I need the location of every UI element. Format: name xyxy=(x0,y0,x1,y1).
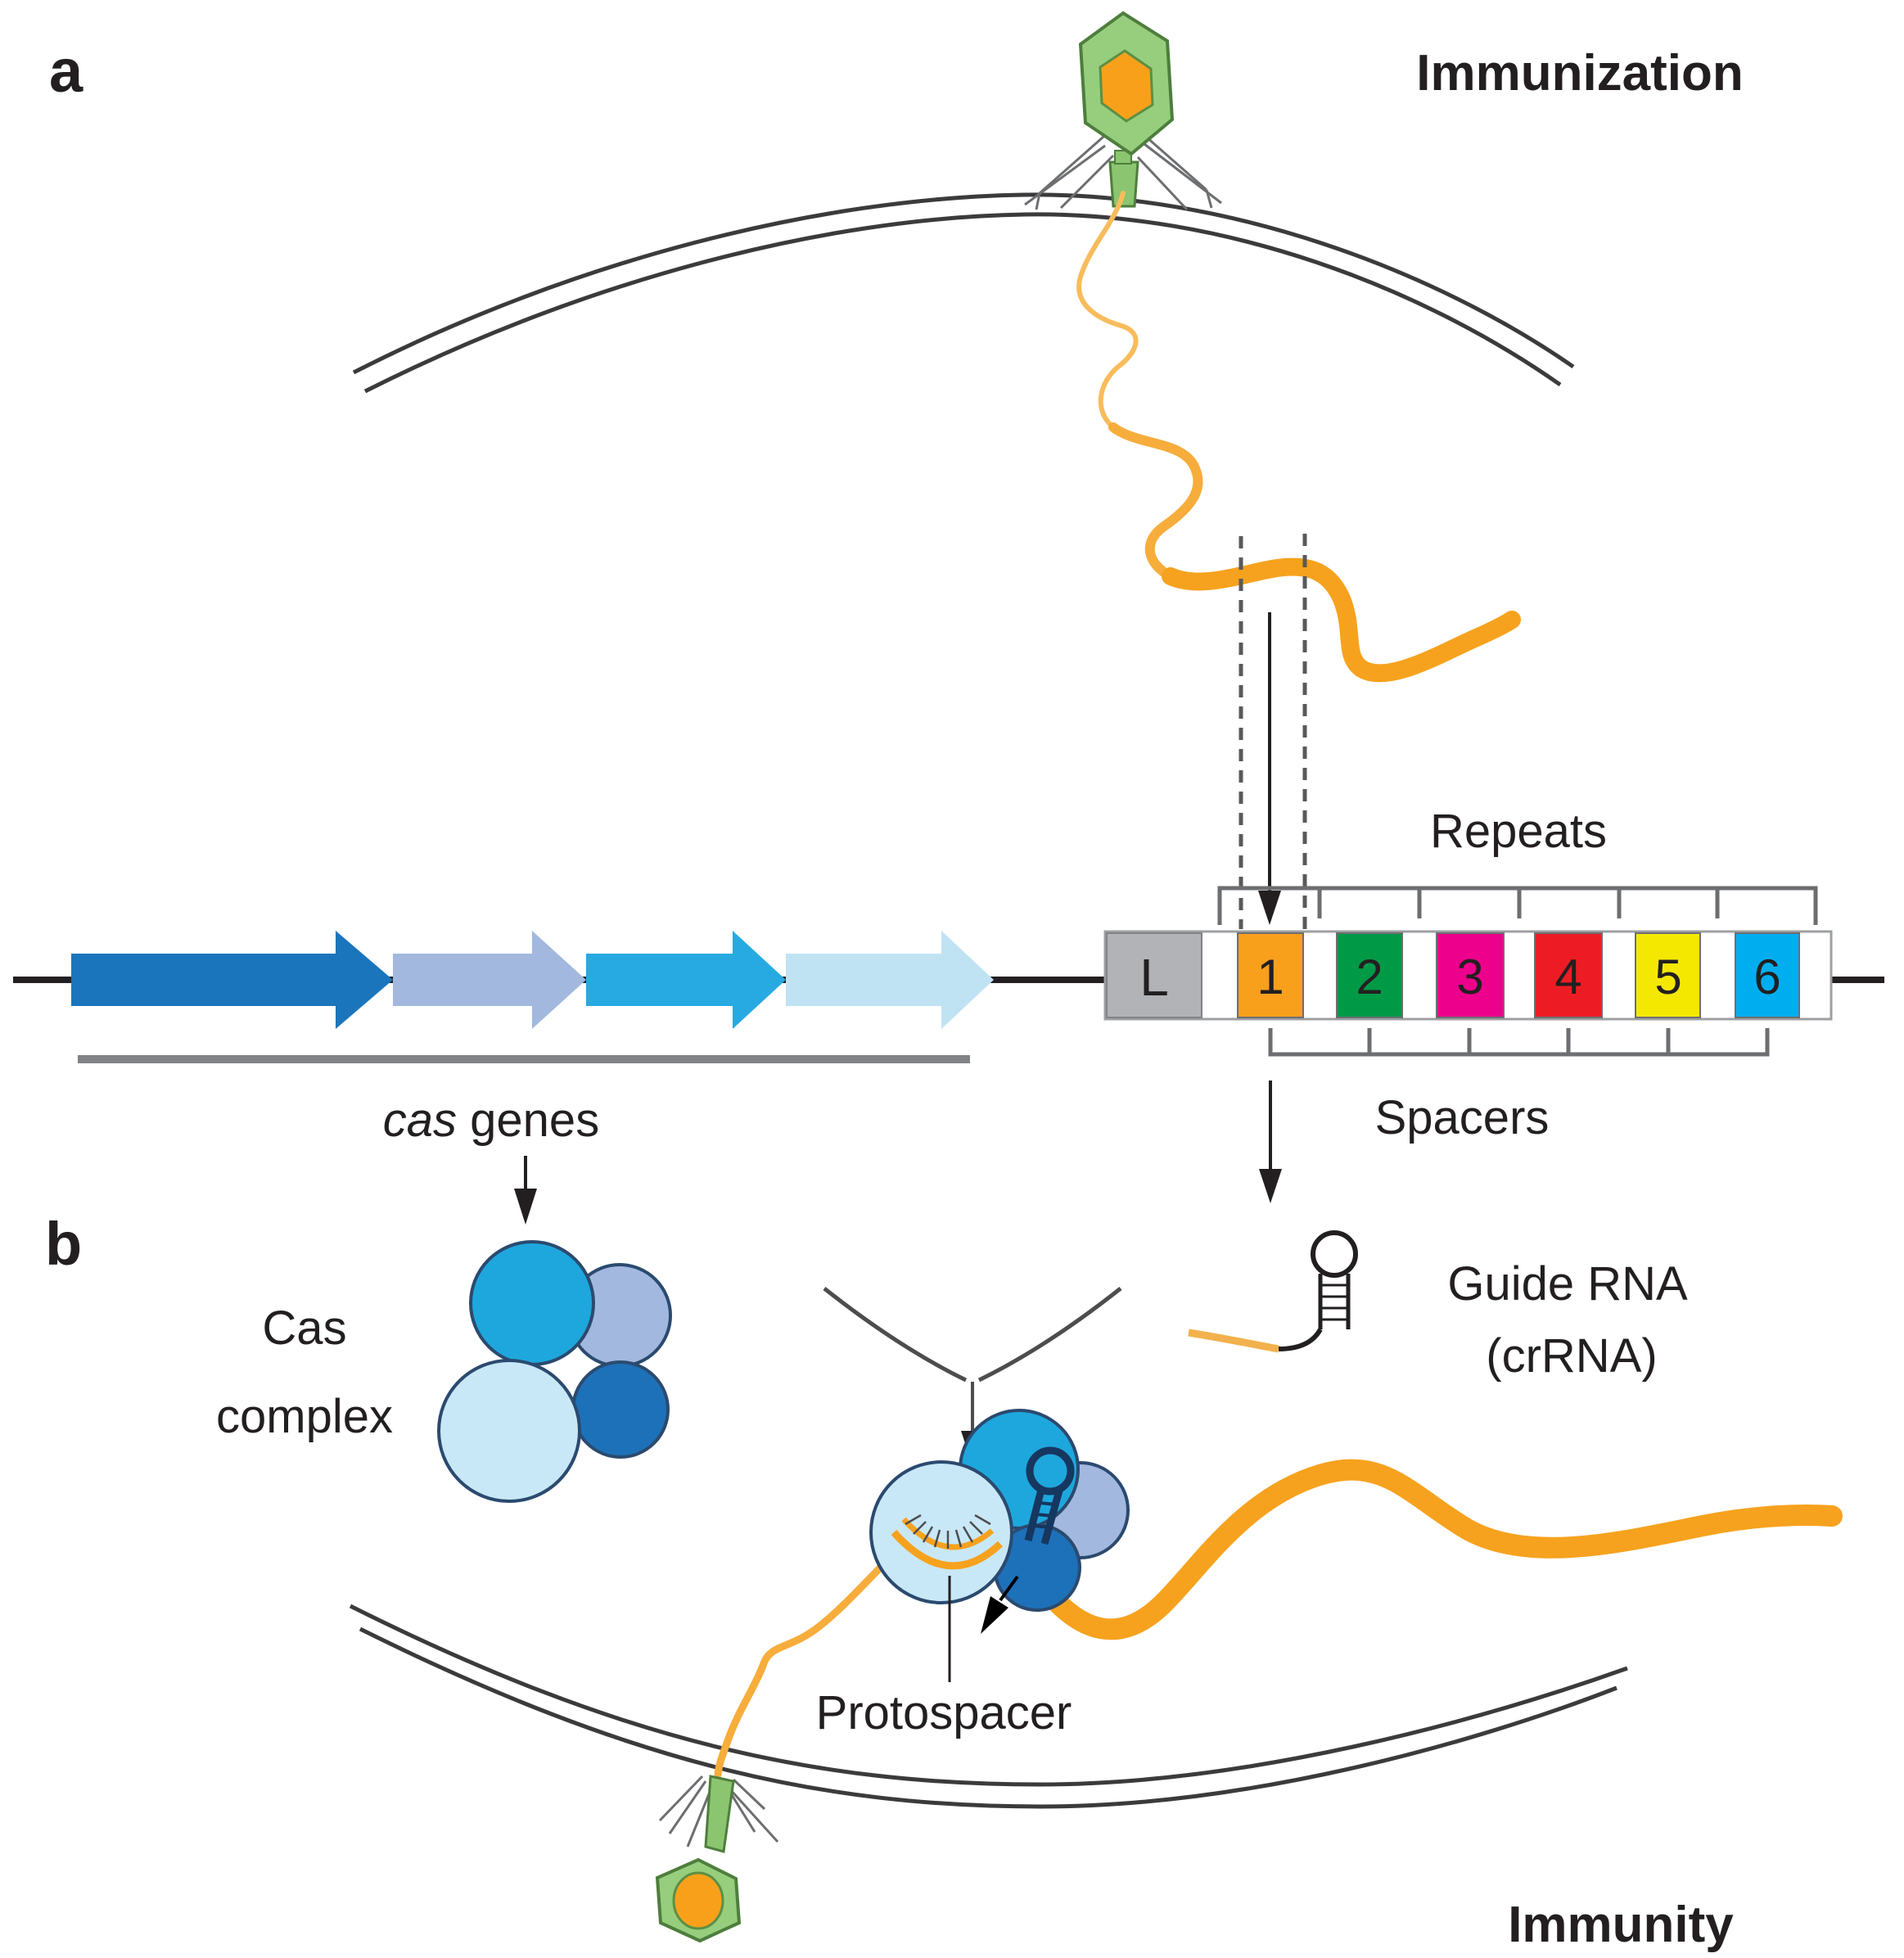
spacer-number-4: 4 xyxy=(1554,950,1581,1004)
spacer-box-3 xyxy=(1436,932,1505,1018)
assembly-merge-arrows xyxy=(823,1287,1122,1434)
cas-genes-label: cas genes xyxy=(383,1094,599,1147)
spacer-box-6 xyxy=(1735,932,1800,1018)
top-phage-neck xyxy=(1114,150,1132,165)
guide-rna-hairpin-loop xyxy=(1311,1230,1358,1278)
target-dna-strand-b xyxy=(714,1459,1843,1779)
top-cell-membrane xyxy=(352,192,1575,394)
immunity-title: Immunity xyxy=(1508,1897,1734,1953)
repeats-bracket xyxy=(1217,886,1818,925)
panel-a-label: a xyxy=(49,37,83,105)
cas-gene-arrow-2 xyxy=(393,931,586,1029)
cas-gene-arrow-4 xyxy=(786,931,994,1029)
cas-complex-subunit-cyan xyxy=(469,1240,595,1366)
crispr-array: L 1 2 3 4 5 6 xyxy=(1103,930,1833,1021)
cas-complex-icon xyxy=(437,1240,672,1503)
top-phage-icon xyxy=(1024,11,1222,211)
guide-rna-label-line2: (crRNA) xyxy=(1486,1329,1657,1383)
cas-gene-arrow-1 xyxy=(71,931,393,1029)
acquisition-arrow xyxy=(1258,612,1281,925)
guide-rna-orange-tail xyxy=(1188,1329,1279,1353)
top-phage-head-core xyxy=(1099,49,1154,123)
repeats-label: Repeats xyxy=(1430,805,1607,858)
cas-complex-subunit-light xyxy=(437,1359,581,1503)
spacers-bracket xyxy=(1268,1028,1770,1057)
leader-box xyxy=(1106,932,1202,1018)
spacer-box-2 xyxy=(1336,932,1403,1018)
leader-label: L xyxy=(1139,948,1169,1007)
cas-gene-arrows xyxy=(71,931,994,1029)
spacer-box-4 xyxy=(1534,932,1603,1018)
cas-genes-arrow xyxy=(514,1156,537,1225)
spacer-box-1 xyxy=(1237,932,1304,1018)
spacer-number-2: 2 xyxy=(1356,950,1383,1004)
guide-rna-label-line1: Guide RNA xyxy=(1447,1257,1688,1311)
cas-complex-label-line2: complex xyxy=(216,1390,393,1443)
spacer-number-1: 1 xyxy=(1257,950,1284,1004)
bottom-phage-head-core xyxy=(672,1871,724,1930)
top-phage-legs xyxy=(1024,129,1222,211)
bound-subunit-light xyxy=(869,1460,1013,1604)
surveillance-complex-icon xyxy=(869,1409,1130,1612)
guide-rna-stem-rungs xyxy=(1320,1284,1348,1321)
target-dna-left-thin xyxy=(714,1545,902,1779)
bound-crRNA-hairpin xyxy=(1024,1446,1075,1545)
protospacer-arc xyxy=(891,1514,1004,1570)
cleavage-wedge-icon xyxy=(981,1575,1019,1634)
bottom-cell-membrane xyxy=(349,1604,1628,1809)
top-phage-tail xyxy=(1108,160,1139,208)
panel-b-label: b xyxy=(45,1210,82,1278)
phage-dna-strand-a xyxy=(1076,191,1521,683)
crRNA-maturation-arrow xyxy=(1259,1081,1282,1203)
target-dna-right-thick xyxy=(1037,1459,1843,1640)
guide-rna-icon xyxy=(1188,1230,1358,1353)
guide-rna-stem-link xyxy=(1278,1328,1323,1351)
spacers-label: Spacers xyxy=(1375,1091,1550,1144)
cas-complex-subunit-dark xyxy=(571,1360,670,1459)
cas-complex-label-line1: Cas xyxy=(262,1302,346,1355)
bottom-phage-tail xyxy=(704,1775,735,1853)
protospacer-label: Protospacer xyxy=(816,1686,1072,1739)
base-pairing-hatch xyxy=(905,1514,991,1549)
spacer-number-6: 6 xyxy=(1753,950,1780,1004)
spacer-box-5 xyxy=(1635,932,1701,1018)
spacer-number-5: 5 xyxy=(1654,950,1681,1004)
immunization-title: Immunization xyxy=(1416,45,1744,102)
cas-gene-arrow-3 xyxy=(586,931,786,1029)
spacer-acquisition-guides xyxy=(1239,534,1307,929)
bottom-phage-icon xyxy=(655,1775,779,1943)
spacer-number-3: 3 xyxy=(1456,950,1483,1004)
